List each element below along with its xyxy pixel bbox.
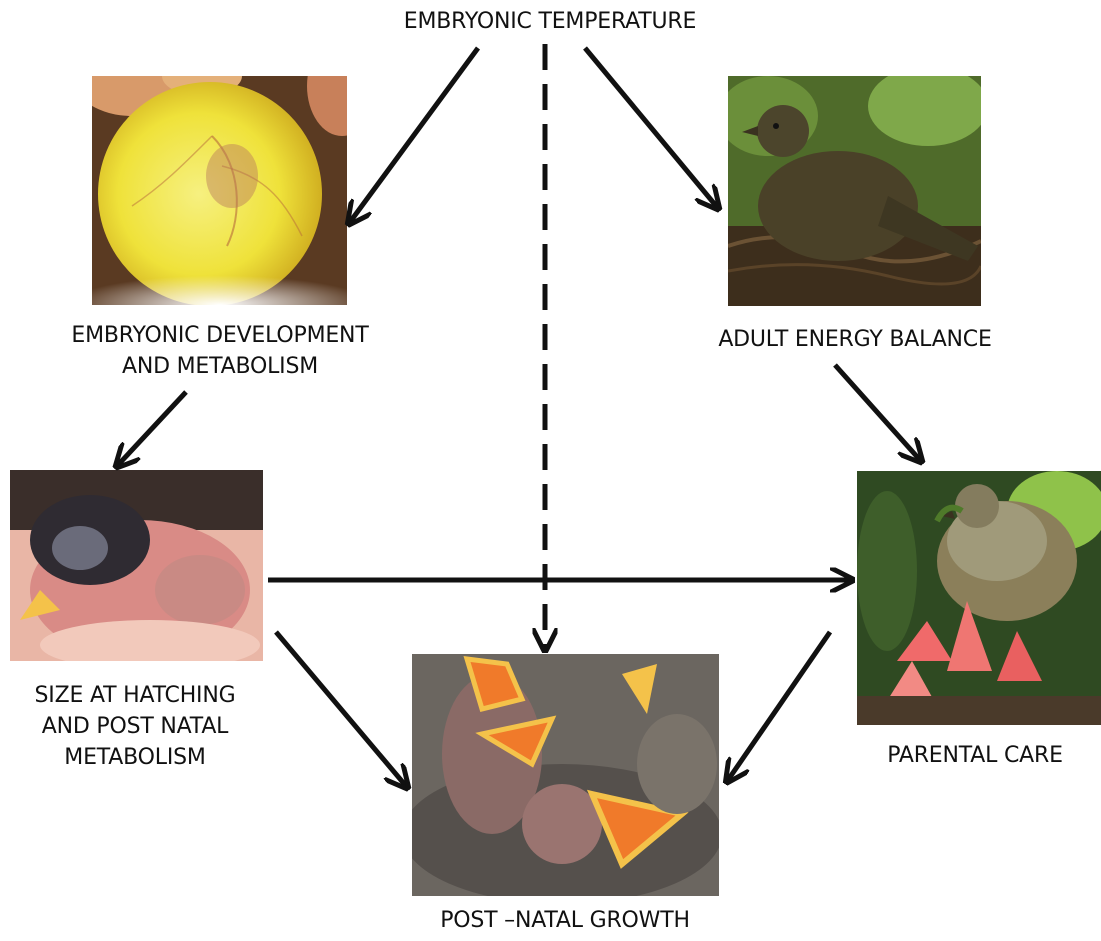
size-at-hatching-line1: SIZE AT HATCHING (0, 680, 270, 711)
nestlings-begging-photo (412, 654, 719, 896)
arrow-size-to-growth (276, 632, 406, 786)
parental-care-label: PARENTAL CARE (845, 740, 1101, 771)
embryonic-temperature-label: EMBRYONIC TEMPERATURE (370, 6, 730, 37)
hatchling-in-hand-photo (10, 470, 263, 661)
adult-energy-balance-label: ADULT ENERGY BALANCE (690, 324, 1020, 355)
embryonic-development-label: EMBRYONIC DEVELOPMENT AND METABOLISM (20, 320, 420, 382)
adult-bird-on-nest-photo (728, 76, 981, 306)
size-at-hatching-line2: AND POST NATAL (0, 711, 270, 742)
parent-feeding-chicks-photo (857, 471, 1101, 725)
arrow-temperature-to-embryonic (350, 48, 478, 222)
arrow-temperature-to-adult (585, 48, 717, 207)
size-at-hatching-line3: METABOLISM (0, 742, 270, 773)
arrow-parental-to-growth (728, 632, 830, 780)
egg-embryo-photo (92, 76, 347, 305)
embryonic-development-line1: EMBRYONIC DEVELOPMENT (20, 320, 420, 351)
size-at-hatching-label: SIZE AT HATCHING AND POST NATAL METABOLI… (0, 680, 270, 774)
embryonic-development-line2: AND METABOLISM (20, 351, 420, 382)
arrow-adult-to-parental (835, 365, 920, 460)
post-natal-growth-label: POST –NATAL GROWTH (390, 905, 740, 936)
arrow-embryonic-to-size (118, 392, 186, 465)
